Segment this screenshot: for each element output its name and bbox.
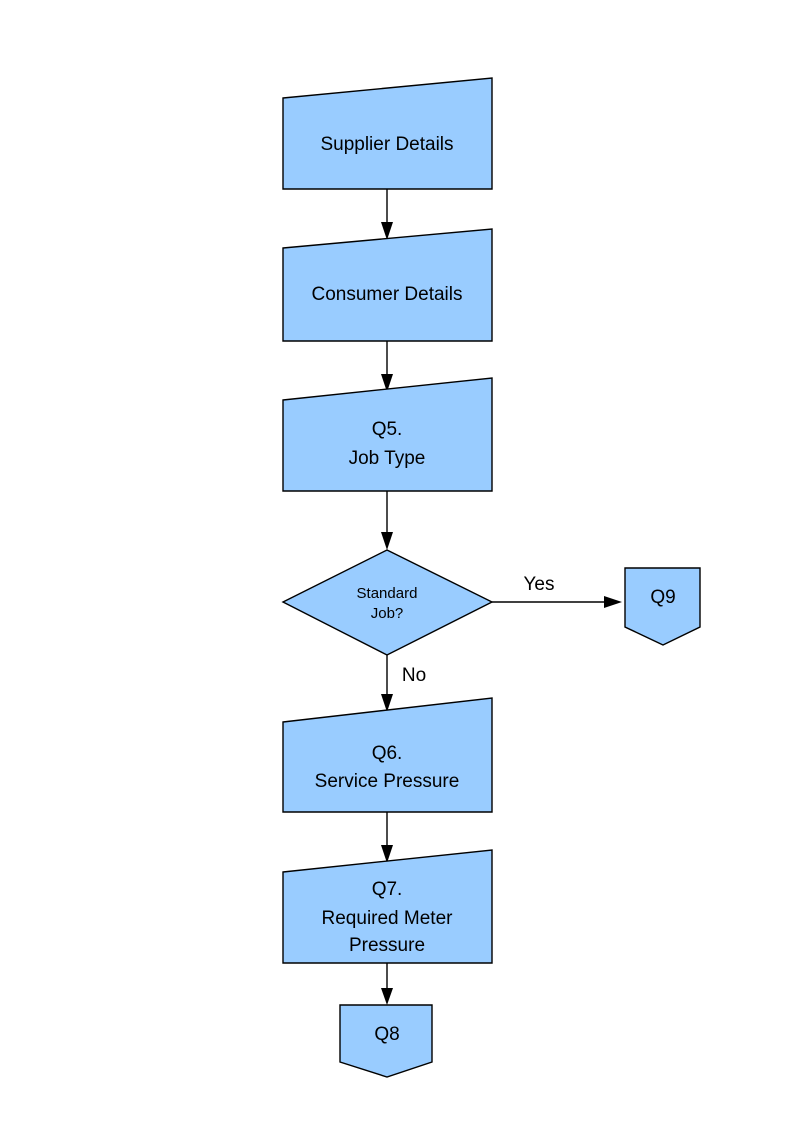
connector-decision-to-q9: Yes [492,574,622,608]
arrowhead-2 [381,374,393,392]
arrowhead-3 [381,532,393,550]
q6-service-pressure-shape [282,697,493,813]
consumer-details-label: Consumer Details [312,284,463,305]
node-consumer-details[interactable]: Consumer Details [282,228,493,342]
q8-label: Q8 [374,1024,399,1045]
node-q6-service-pressure[interactable]: Q6. Service Pressure [282,697,493,813]
edge-label-no: No [402,665,426,686]
arrowhead-no [381,694,393,712]
standard-job-decision-label-line2: Job? [371,605,404,622]
q6-service-pressure-label-line2: Service Pressure [315,771,460,792]
q6-service-pressure-label-line1: Q6. [372,743,403,764]
supplier-details-shape [282,77,493,190]
standard-job-decision-shape [281,549,494,656]
standard-job-decision-label-line1: Standard [357,585,418,602]
q5-job-type-label-line2: Job Type [349,448,426,469]
connector-supplier-to-consumer [381,189,393,240]
q7-required-meter-pressure-shape [282,849,493,964]
node-standard-job-decision[interactable]: Standard Job? [281,549,494,656]
q9-shape [624,567,701,646]
arrowhead-4 [381,845,393,863]
q5-job-type-shape [282,377,493,492]
q7-required-meter-pressure-label-line1: Q7. [372,879,403,900]
arrowhead-yes [604,596,622,608]
edge-label-yes: Yes [524,574,555,595]
q7-required-meter-pressure-label-line3: Pressure [349,935,425,956]
connector-q6-to-q7 [381,812,393,863]
q5-job-type-label-line1: Q5. [372,419,403,440]
q7-required-meter-pressure-label-line2: Required Meter [322,908,454,929]
node-q9[interactable]: Q9 [624,567,701,646]
q8-shape [339,1004,433,1078]
connector-q5-to-decision [381,491,393,550]
arrowhead-5 [381,988,393,1005]
arrowhead-1 [381,222,393,240]
q9-label: Q9 [650,587,675,608]
node-q5-job-type[interactable]: Q5. Job Type [282,377,493,492]
node-q8[interactable]: Q8 [339,1004,433,1078]
node-q7-required-meter-pressure[interactable]: Q7. Required Meter Pressure [282,849,493,964]
connector-q7-to-q8 [381,963,393,1005]
supplier-details-label: Supplier Details [320,134,453,155]
consumer-details-shape [282,228,493,342]
connector-decision-to-q6: No [381,655,426,712]
connector-consumer-to-q5 [381,341,393,392]
node-supplier-details[interactable]: Supplier Details [282,77,493,190]
